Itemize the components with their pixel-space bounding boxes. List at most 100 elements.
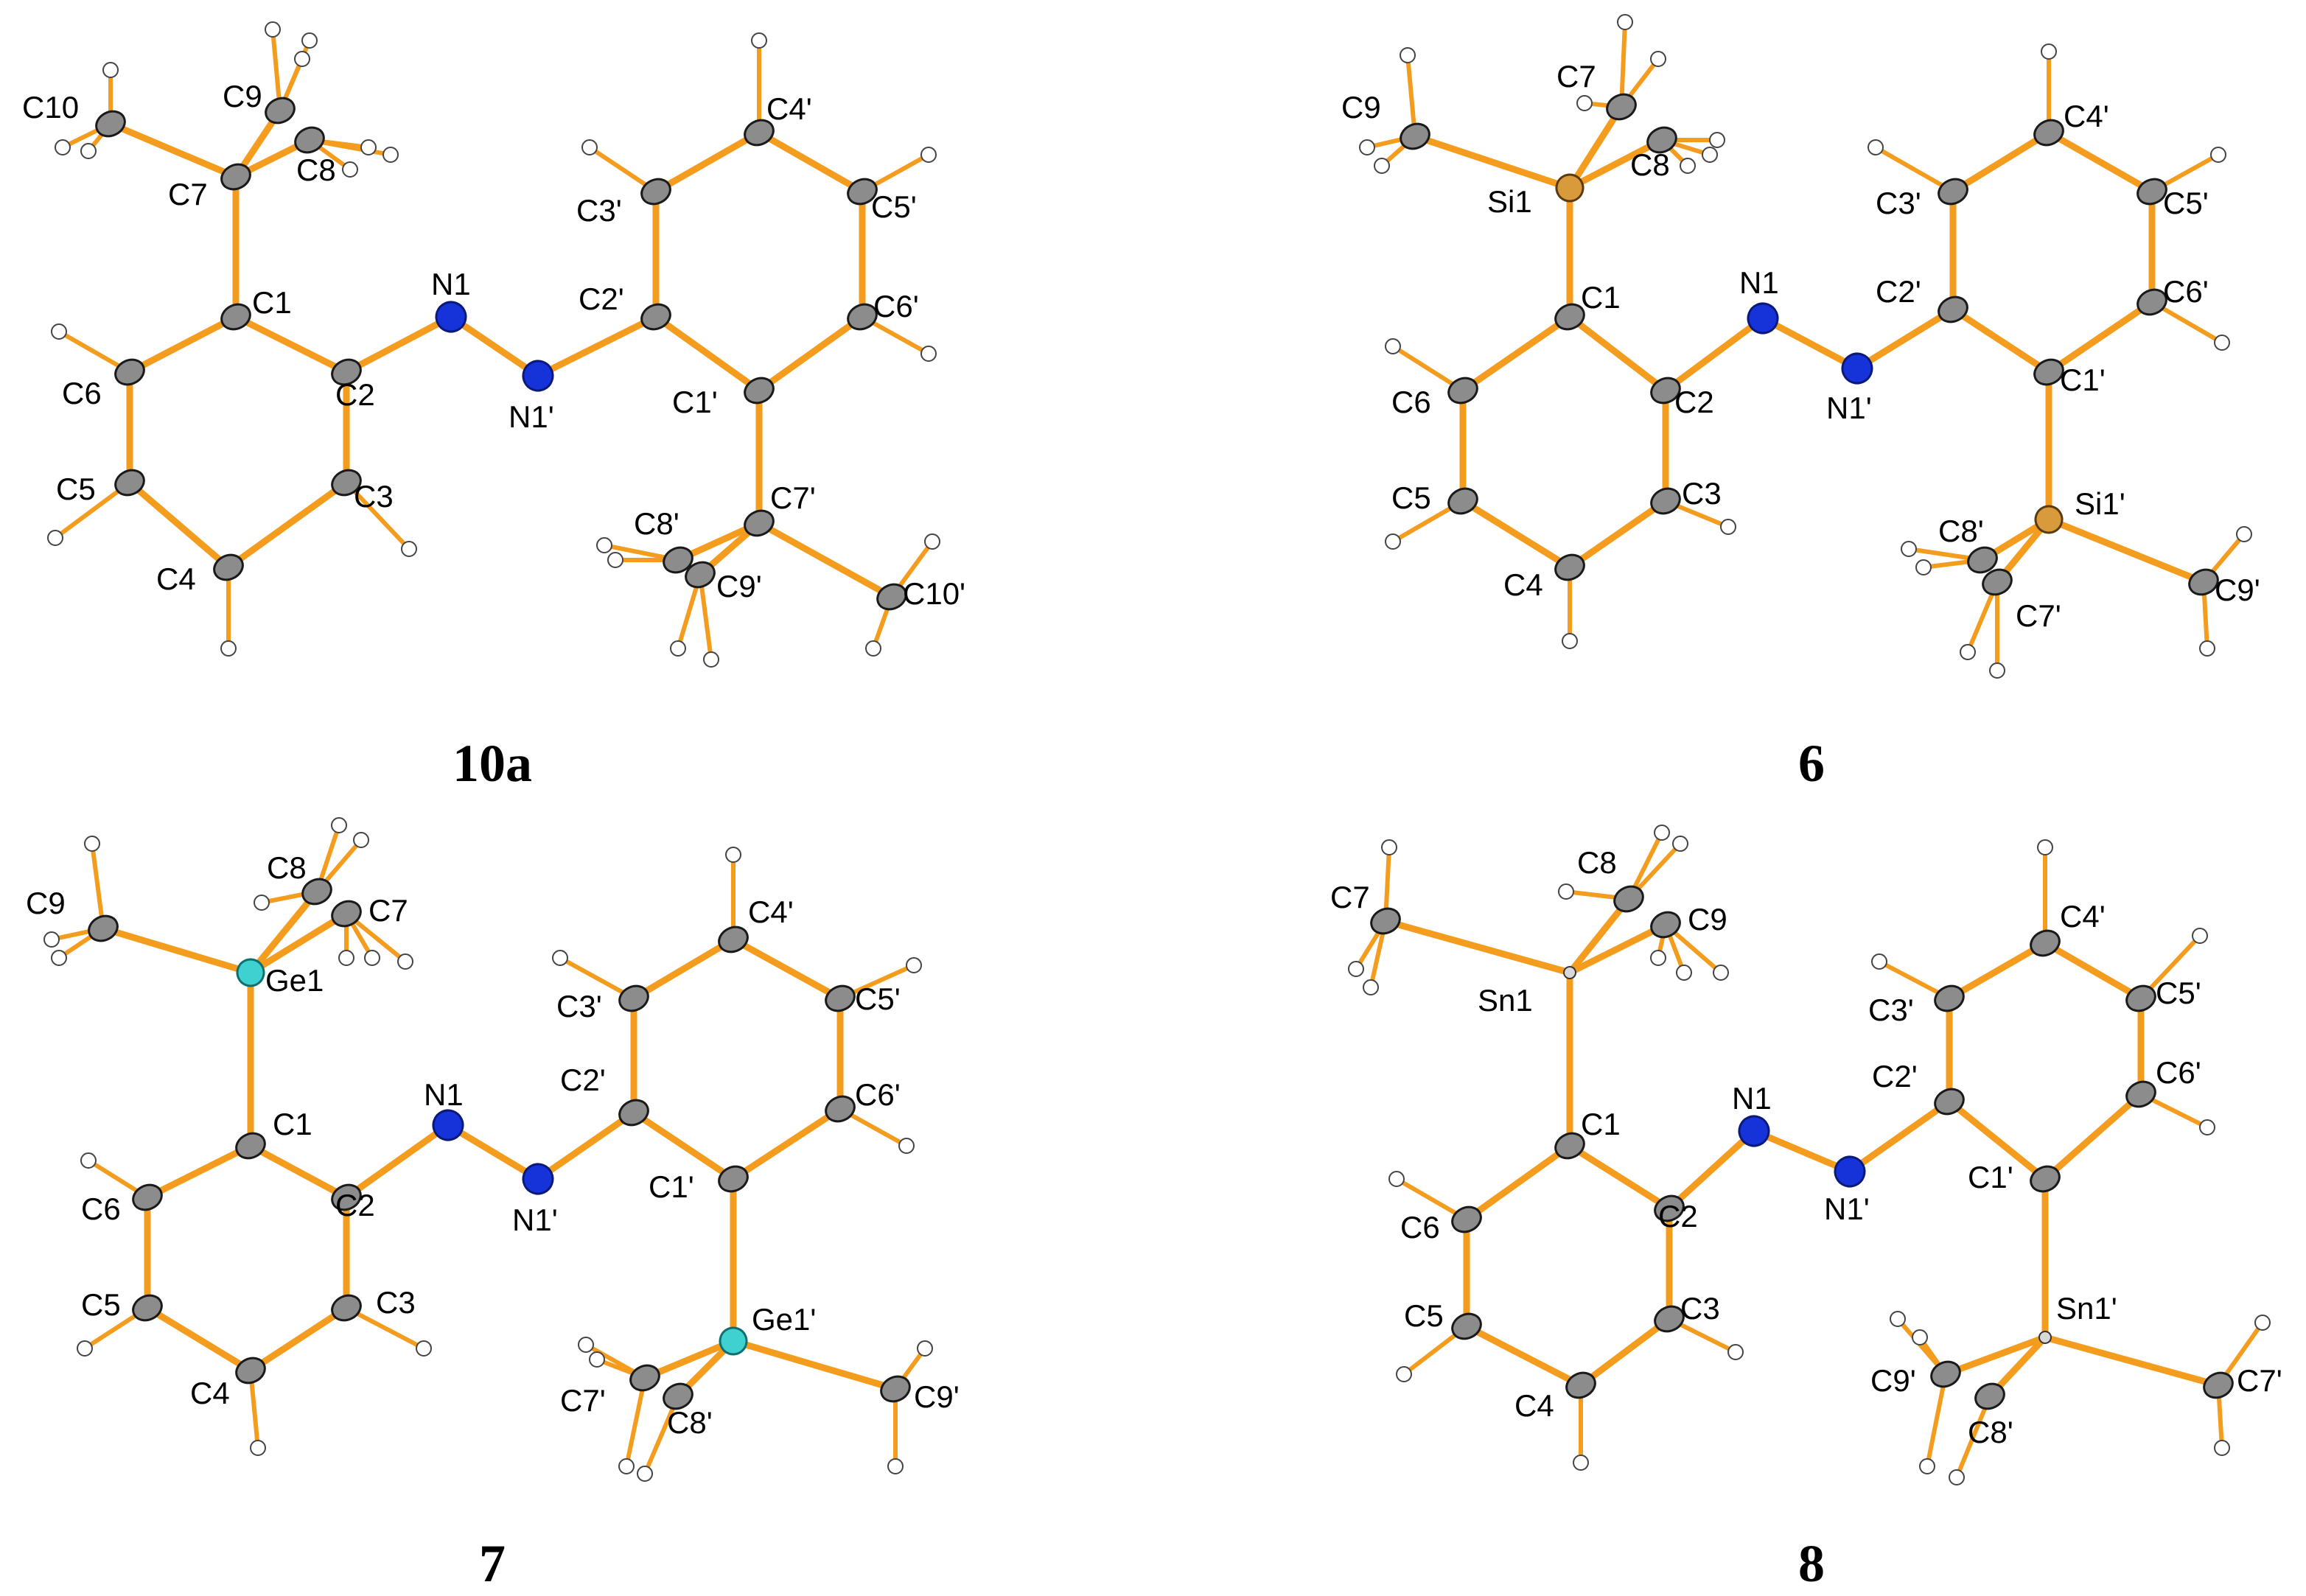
bond-C1p-C2p bbox=[630, 1109, 737, 1183]
atom-Sn1 bbox=[1563, 966, 1576, 979]
atom-C1p bbox=[744, 377, 775, 405]
atom-C3p bbox=[1938, 178, 1968, 206]
bond-h bbox=[1954, 1394, 1992, 1480]
bond-Ge1-C7 bbox=[247, 910, 350, 976]
atom-label: C8 bbox=[1630, 147, 1670, 182]
bond-C4-C5 bbox=[144, 1304, 254, 1374]
atom-C7p bbox=[2203, 1371, 2234, 1399]
hydrogen-atom bbox=[1949, 1469, 1965, 1485]
atom-label: C1 bbox=[252, 285, 292, 320]
bond-Sn1-C8 bbox=[1566, 895, 1632, 976]
hydrogen-atom bbox=[254, 895, 270, 911]
atom-label: C2' bbox=[560, 1063, 606, 1097]
atom-label: C6' bbox=[2156, 1055, 2201, 1090]
hydrogen-atom bbox=[1576, 95, 1593, 111]
atom-label: C7 bbox=[168, 177, 208, 211]
atom-label: C6 bbox=[81, 1191, 121, 1226]
atom-label: C2 bbox=[335, 377, 375, 412]
atom-C6p bbox=[2125, 1080, 2156, 1108]
hydrogen-atom bbox=[1385, 533, 1401, 550]
bond-C1-C2 bbox=[232, 313, 350, 376]
atom-C1 bbox=[1554, 303, 1585, 331]
atom-label: C1' bbox=[2060, 363, 2106, 397]
atom-C9 bbox=[265, 97, 296, 125]
atom-label: C7' bbox=[2016, 598, 2061, 633]
bond-N1-N1p bbox=[447, 313, 542, 379]
atom-C3p bbox=[1934, 984, 1965, 1012]
bond-C3p-C4p bbox=[630, 936, 737, 1002]
atom-C1 bbox=[1554, 1132, 1585, 1160]
atom-C8 bbox=[301, 878, 332, 906]
atom-label: C8' bbox=[667, 1405, 713, 1440]
atom-label: C3' bbox=[556, 989, 602, 1023]
hydrogen-atom bbox=[1654, 825, 1670, 841]
hydrogen-atom bbox=[1400, 47, 1416, 63]
atom-C4p bbox=[718, 925, 749, 953]
atom-C3 bbox=[331, 469, 362, 497]
atom-C10 bbox=[95, 110, 126, 138]
atom-C5 bbox=[114, 469, 145, 497]
atom-C2 bbox=[331, 1183, 362, 1211]
atom-N1p bbox=[522, 360, 554, 392]
bond-Si1p-C9p bbox=[2045, 516, 2207, 586]
hydrogen-atom bbox=[1989, 662, 2005, 679]
hydrogen-atom bbox=[220, 640, 237, 657]
hydrogen-atom bbox=[2041, 43, 2057, 60]
hydrogen-atom bbox=[725, 847, 741, 863]
atom-C9 bbox=[88, 914, 119, 942]
hydrogen-atom bbox=[265, 21, 281, 38]
atom-label: C8' bbox=[1938, 514, 1984, 548]
hydrogen-atom bbox=[51, 323, 67, 340]
bond-N1-N1p bbox=[1750, 1127, 1853, 1175]
hydrogen-atom bbox=[1381, 839, 1397, 855]
bond-Ge1-C8 bbox=[247, 888, 321, 976]
bond-C6-C1 bbox=[1463, 1142, 1573, 1223]
hydrogen-atom bbox=[102, 62, 119, 78]
atom-C2p bbox=[618, 1099, 649, 1127]
atom-C5p bbox=[2136, 178, 2167, 206]
atom-label: Si1 bbox=[1487, 184, 1532, 219]
bond-h bbox=[624, 1376, 647, 1469]
atom-label: C8' bbox=[1968, 1415, 2013, 1449]
atom-C7 bbox=[331, 900, 362, 928]
atom-label: C9 bbox=[1688, 902, 1727, 937]
bond-C6p-C1p bbox=[755, 313, 866, 394]
atom-label: C6 bbox=[1391, 385, 1431, 419]
bond-C4p-C5p bbox=[730, 936, 844, 1002]
atom-C9p bbox=[685, 561, 716, 589]
bond-Sn1p-C9p bbox=[1942, 1334, 2049, 1378]
bond-Ge1-C9 bbox=[99, 925, 254, 976]
atom-C8p bbox=[1967, 546, 1998, 574]
hydrogen-atom bbox=[360, 139, 377, 155]
hydrogen-atom bbox=[917, 1340, 933, 1357]
bond-h bbox=[270, 27, 282, 113]
hydrogen-atom bbox=[581, 139, 598, 155]
hydrogen-atom bbox=[607, 552, 623, 568]
atom-C7 bbox=[1370, 907, 1401, 935]
atom-Ge1 bbox=[236, 958, 265, 987]
hydrogen-atom bbox=[1676, 965, 1692, 981]
bond-N1-N1p bbox=[444, 1121, 542, 1183]
hydrogen-atom bbox=[1363, 979, 1379, 995]
hydrogen-atom bbox=[338, 950, 354, 966]
bond-Ge1p-C9p bbox=[730, 1337, 899, 1393]
atom-label: C1 bbox=[1581, 1107, 1621, 1141]
atom-label: C5 bbox=[56, 472, 96, 506]
hydrogen-atom bbox=[2214, 335, 2230, 351]
atom-N1p bbox=[1841, 352, 1873, 385]
hydrogen-atom bbox=[1396, 1366, 1412, 1382]
hydrogen-atom bbox=[865, 640, 881, 657]
atom-label: C8' bbox=[634, 506, 679, 541]
atom-label: C6 bbox=[1400, 1210, 1440, 1245]
atom-label: C6' bbox=[873, 289, 919, 323]
hydrogen-atom bbox=[1919, 1458, 1935, 1474]
hydrogen-atom bbox=[250, 1440, 266, 1456]
atom-label: C4 bbox=[156, 561, 196, 596]
atom-label: N1' bbox=[1826, 391, 1872, 425]
atom-label: C4 bbox=[190, 1376, 230, 1410]
hydrogen-atom bbox=[2210, 147, 2226, 163]
atom-C8 bbox=[294, 126, 325, 154]
caption-10a: 10a bbox=[453, 734, 532, 793]
bond-h bbox=[1925, 1372, 1948, 1469]
